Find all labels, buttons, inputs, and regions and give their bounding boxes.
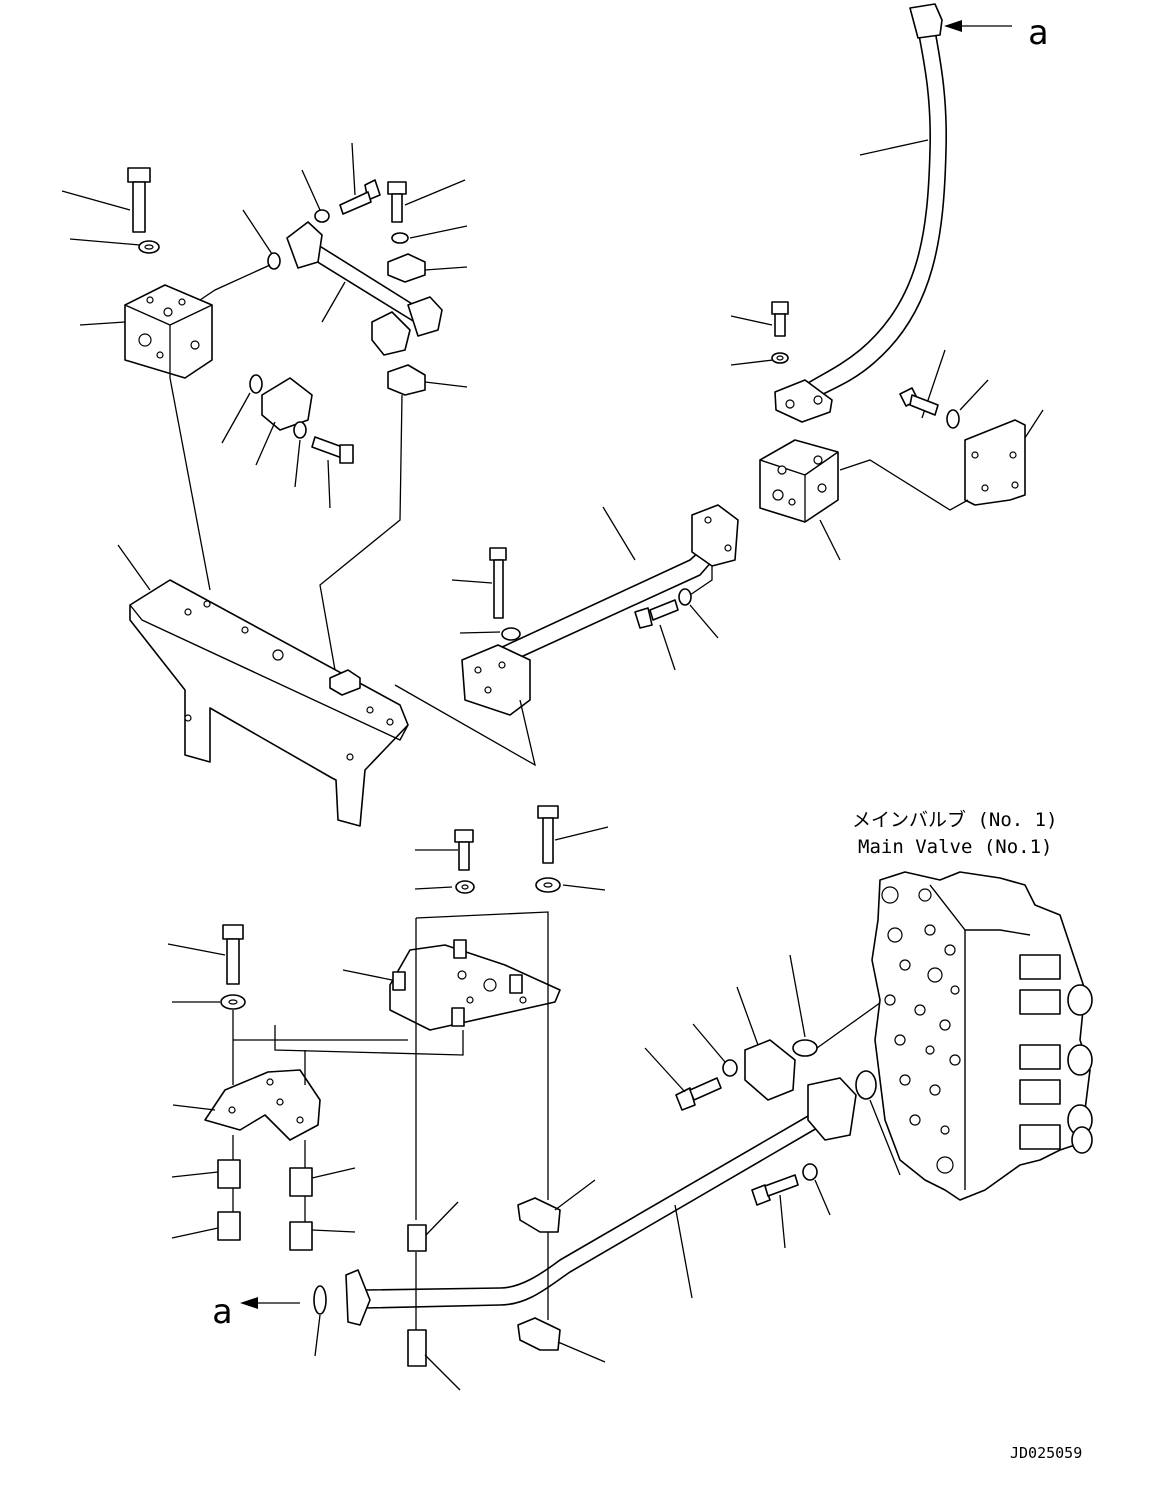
leader-lines-upper-left [61,142,468,671]
ref-letter-bottom: a [212,1292,232,1332]
upper-pipe-assembly [774,3,948,423]
ref-letter-top: a [1028,13,1048,53]
ref-arrow-bottom [240,1297,300,1309]
bolt-right-upper [771,301,789,364]
drawing-number: JD025059 [1010,1444,1082,1462]
bolt-right-side [899,387,960,429]
leader-lines-lower [167,826,906,1391]
ref-arrow-top [944,20,1012,32]
valve-block-right [759,439,839,523]
mounting-bracket-large [117,544,409,827]
upper-left-parts [124,167,443,464]
main-valve-label-en: Main Valve (No.1) [858,836,1052,858]
middle-pipe [394,504,739,767]
lower-parts [204,805,877,1367]
main-valve-label-jp: メインバルブ (No. 1) [852,808,1058,831]
main-valve-assembly [871,871,1093,1201]
bracket-right [964,419,1026,506]
